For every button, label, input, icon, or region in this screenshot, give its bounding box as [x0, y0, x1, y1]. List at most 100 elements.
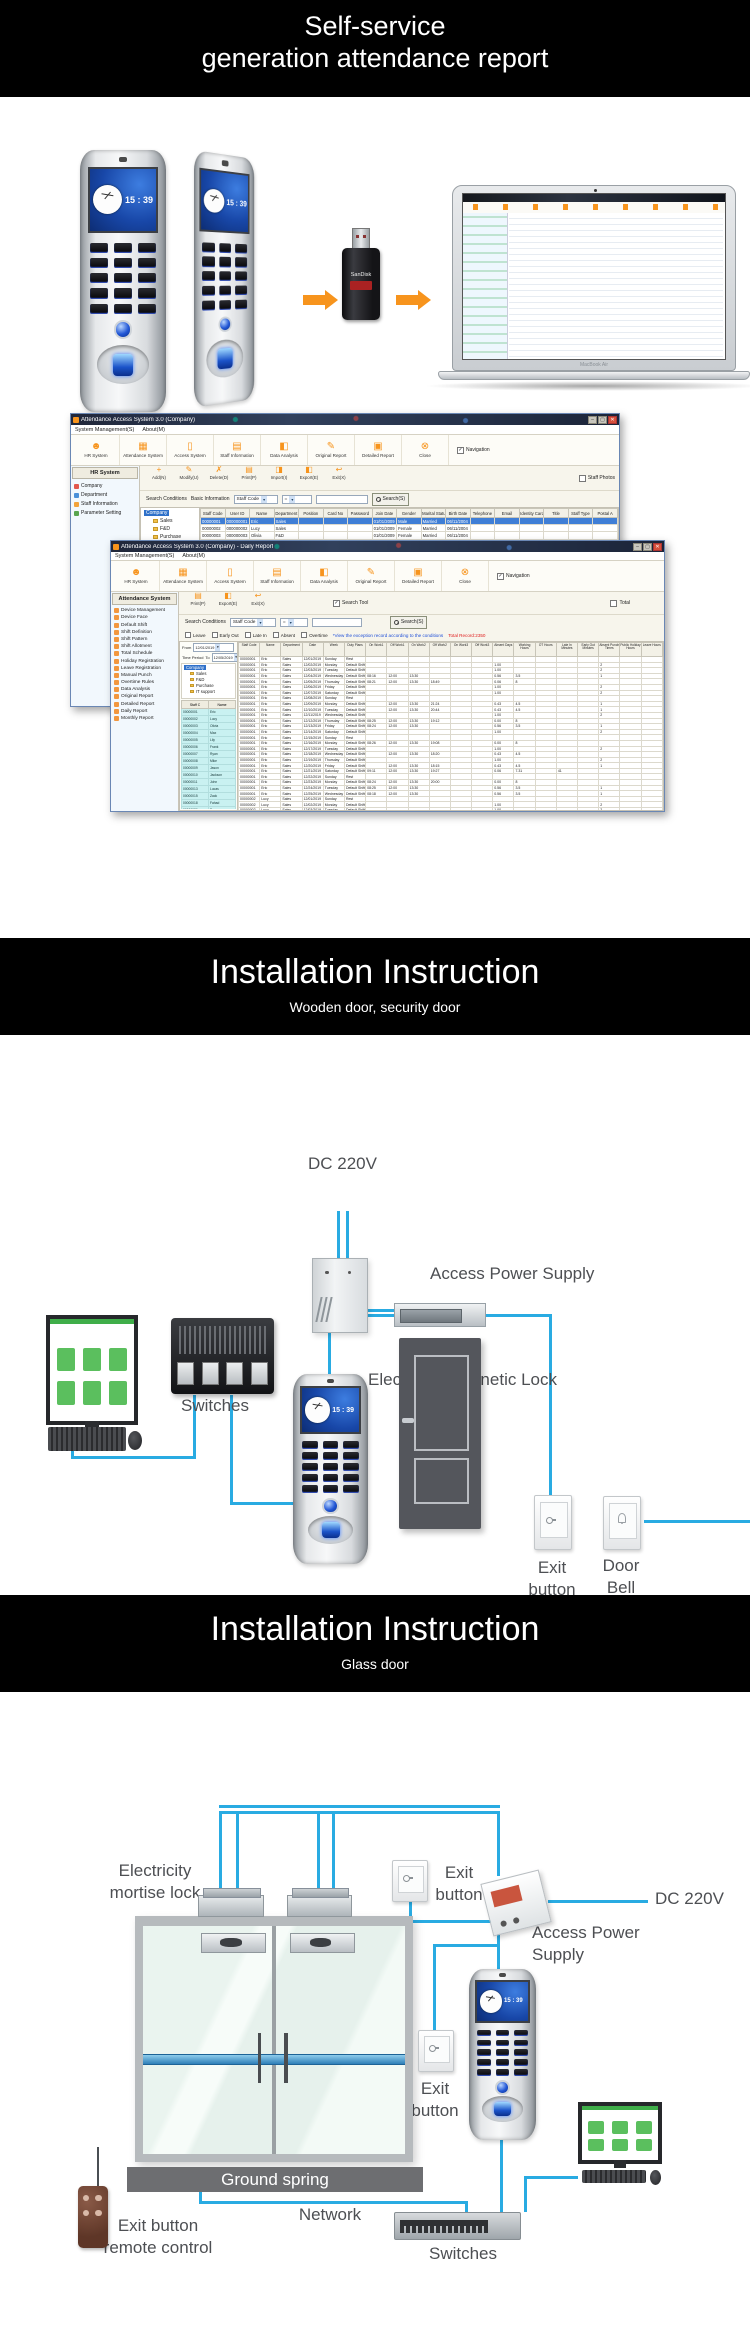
toolbar-button[interactable]: ▦Attendance System	[120, 435, 167, 465]
titlebar[interactable]: Attendance Access System 3.0 (Company) –…	[71, 414, 619, 425]
sidebar-item[interactable]: Shift Allotment	[111, 642, 178, 650]
search-input[interactable]	[311, 617, 362, 627]
toolbar-button[interactable]: ▦Attendance System	[160, 561, 207, 591]
tree-item[interactable]: Purchase	[182, 682, 235, 688]
column-header[interactable]: Telephone	[469, 508, 496, 518]
sidebar-item[interactable]: Data Analysis	[111, 685, 178, 693]
navigation-checkbox[interactable]: Navigation	[497, 572, 530, 580]
menu-item[interactable]: About(M)	[142, 426, 165, 433]
column-header[interactable]: OT Hours	[534, 642, 557, 657]
search-tool-checkbox[interactable]: Search Tool	[333, 599, 368, 607]
column-header[interactable]: Email	[494, 508, 520, 518]
toolbar-button[interactable]: ▤Print(P)	[183, 592, 213, 614]
sidebar-item[interactable]: Staff Information	[71, 498, 139, 507]
exception-filter-checkbox[interactable]: Early Out	[211, 632, 239, 638]
column-header[interactable]: Staff C	[181, 700, 209, 709]
sidebar-item[interactable]: Original Report	[111, 692, 178, 700]
toolbar-button[interactable]: ▤Staff Information	[254, 561, 301, 591]
sidebar-item[interactable]: Shift Definition	[111, 628, 178, 635]
window-button[interactable]: ✕	[653, 542, 662, 551]
toolbar-button[interactable]: ☻HR System	[113, 561, 160, 591]
exception-filter-checkbox[interactable]: Overtime	[301, 632, 328, 638]
toolbar-button[interactable]: ✎Modify(U)	[174, 466, 204, 490]
sidebar-item[interactable]: Overtime Rules	[111, 678, 178, 686]
toolbar-button[interactable]: ◧Export(E)	[294, 466, 324, 490]
column-header[interactable]: Birth Date	[445, 508, 471, 518]
window-button[interactable]: ▢	[643, 542, 652, 551]
sidebar-item[interactable]: Company	[71, 480, 139, 489]
column-header[interactable]: Title	[543, 508, 569, 518]
toolbar-button[interactable]: ⊗Close	[442, 561, 489, 591]
column-header[interactable]: Identity Card	[518, 508, 545, 518]
to-date-select[interactable]: 12/05/2019▼	[211, 653, 237, 662]
column-header[interactable]: Join Date	[371, 508, 398, 518]
column-header[interactable]: Staff Type	[567, 508, 594, 518]
staff-photos-checkbox[interactable]: Staff Photos	[578, 474, 615, 482]
column-header[interactable]: Department	[280, 642, 303, 657]
sidebar-item[interactable]: Detailed Report	[111, 699, 178, 707]
toolbar-button[interactable]: ◨Import(I)	[264, 466, 294, 490]
toolbar-button[interactable]: +Add(N)	[144, 466, 174, 490]
column-header[interactable]: On Work1	[365, 642, 388, 657]
column-header[interactable]: Staff Code	[238, 642, 261, 657]
column-header[interactable]: Card No	[322, 508, 349, 518]
tree-item[interactable]: IT support	[182, 688, 235, 694]
toolbar-button[interactable]: ▣Detailed Report	[355, 435, 402, 465]
tree-item[interactable]: F&D	[182, 676, 235, 682]
field-select[interactable]: Staff Code▼	[229, 617, 276, 627]
window-button[interactable]: –	[588, 415, 597, 424]
column-header[interactable]: Week	[322, 642, 345, 657]
column-header[interactable]: On Work2	[407, 642, 430, 657]
tree-root[interactable]: Company	[144, 510, 170, 516]
exception-filter-checkbox[interactable]: Late In	[244, 632, 267, 638]
column-header[interactable]: Absent Punch Times	[598, 642, 621, 657]
toolbar-button[interactable]: ◧Data Analysis	[301, 561, 348, 591]
column-header[interactable]: Absent Days	[492, 642, 515, 657]
tree-item[interactable]: Purchase	[141, 532, 199, 540]
toolbar-button[interactable]: ▤Print(P)	[234, 466, 264, 490]
toolbar-button[interactable]: ▯Access System	[167, 435, 214, 465]
sidebar-item[interactable]: Daily Report	[111, 707, 178, 714]
sidebar-item[interactable]: Total Schedule	[111, 649, 178, 657]
search-button[interactable]: Search(S)	[389, 615, 428, 629]
column-header[interactable]: Marital Status	[420, 508, 447, 518]
exception-filter-checkbox[interactable]: Absent	[272, 632, 295, 638]
toolbar-button[interactable]: ▣Detailed Report	[395, 561, 442, 591]
window-button[interactable]: ✕	[608, 415, 617, 424]
toolbar-button[interactable]: ✎Original Report	[308, 435, 355, 465]
field-select[interactable]: Staff Code▼	[233, 494, 278, 504]
toolbar-button[interactable]: ☻HR System	[73, 435, 120, 465]
window-button[interactable]: ▢	[598, 415, 607, 424]
column-header[interactable]: Late In Minutes	[555, 642, 579, 657]
column-header[interactable]: Name	[208, 700, 236, 709]
column-header[interactable]: Name	[259, 642, 282, 657]
sidebar-item[interactable]: Device Management	[111, 606, 178, 614]
column-header[interactable]: Password	[347, 508, 373, 518]
tree-item[interactable]: F&D	[141, 524, 199, 532]
column-header[interactable]: On Work3	[449, 642, 473, 657]
navigation-checkbox[interactable]: Navigation	[457, 446, 490, 454]
column-header[interactable]: Leave Hours	[640, 642, 663, 657]
column-header[interactable]: Department	[273, 508, 300, 518]
titlebar[interactable]: Attendance Access System 3.0 (Company) -…	[111, 541, 664, 552]
